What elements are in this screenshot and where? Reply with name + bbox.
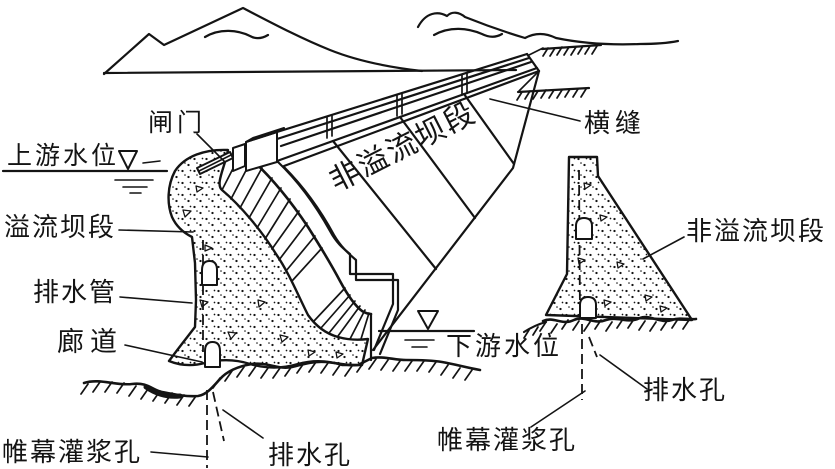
ground-hatching-main [80, 358, 473, 407]
aggregate-triangle [279, 334, 289, 343]
aggregate-triangle [616, 261, 625, 269]
gallery-opening-lower-right [579, 296, 597, 319]
overflow-section-body [167, 148, 370, 369]
aggregate-triangle [599, 214, 608, 222]
label-curtain-grouting-holes-left: 帷幕灌浆孔 [2, 438, 142, 468]
upstream-water-tick [142, 160, 161, 164]
gate-assembly [196, 127, 285, 175]
ground-hump-left-of-section [522, 320, 548, 334]
leader-non-overflow-right [642, 236, 685, 260]
drain-pipe-opening [201, 260, 218, 286]
gallery-opening [204, 341, 221, 368]
label-gate: 闸门 [148, 108, 206, 137]
ground [80, 356, 482, 407]
dam-crest [275, 47, 544, 168]
mountain-right-outline [416, 11, 680, 46]
label-drainage-holes-left: 排水孔 [268, 441, 352, 469]
terrace-lower-hatching [516, 88, 587, 101]
mountains [102, 6, 680, 76]
abutment-contact-edge [371, 69, 541, 352]
aggregate-marks-right [577, 182, 668, 313]
mountain-right-ridge [432, 27, 504, 38]
aggregate-triangle [603, 299, 612, 307]
leader-lines [118, 98, 685, 458]
labels: 上游水位 闸门 非溢流坝段 横缝 溢流坝段 排水管 廊道 帷幕灌浆孔 排水孔 下… [2, 95, 826, 469]
drain-dashed-line-right-internal [578, 169, 581, 318]
label-gallery: 廊道 [57, 327, 123, 358]
crest-end-tie-upper [528, 47, 544, 56]
aggregate-triangle [227, 331, 237, 340]
aggregate-triangle [257, 299, 266, 308]
label-transverse-joint: 横缝 [584, 109, 646, 139]
aggregate-triangle [335, 351, 344, 359]
downstream-face [331, 69, 541, 352]
label-drainage-pipe: 排水管 [33, 278, 117, 308]
aggregate-triangle [659, 305, 668, 313]
spillway-bucket-hatching [313, 287, 370, 340]
drain-holes-dashed-line-left [212, 391, 225, 442]
leader-curtain-right [530, 390, 586, 428]
main-dam-drainage [201, 240, 225, 468]
gate-support-block [232, 143, 246, 172]
aggregate-marks-left [182, 185, 344, 359]
aggregate-triangle [182, 209, 192, 218]
terrace-upper-line [540, 43, 603, 51]
parapet-top-line [275, 52, 529, 134]
crest-end-tie-lower [518, 70, 540, 92]
overflow-section-cut-face [167, 148, 370, 369]
non-overflow-cut-face [544, 155, 694, 322]
aggregate-triangle [195, 185, 204, 193]
label-non-overflow-dam-section: 非溢流坝段 [686, 217, 826, 247]
drain-holes-dashed-line-right [588, 336, 598, 358]
terrace-upper-hatching [542, 45, 598, 57]
face-joint-line-3 [462, 92, 516, 166]
leader-drain-pipe [119, 296, 193, 304]
face-joint-line-2 [398, 115, 477, 220]
mountain-left-outline [102, 6, 424, 76]
label-drainage-holes-right: 排水孔 [643, 376, 727, 406]
label-upstream-water-level: 上游水位 [7, 141, 119, 170]
crest-joint-ticks [326, 72, 468, 139]
label-overflow-dam-section: 溢流坝段 [4, 213, 116, 243]
aggregate-triangle [644, 294, 653, 302]
roadway-upstream-edge [279, 60, 533, 148]
crest-under-edge [282, 69, 541, 168]
gallery-opening-upper-right [575, 217, 593, 240]
upstream-water-marks [114, 179, 154, 194]
roadway-downstream-edge [275, 66, 539, 163]
ground-hatching-right [523, 318, 690, 339]
face-joint-line-1 [331, 139, 438, 271]
gate-plate-inner-line [198, 154, 232, 172]
aggregate-triangle [583, 182, 592, 190]
leader-transverse-joint [489, 98, 581, 122]
gate-pier-top [245, 127, 285, 143]
downstream-water-level-symbol [417, 310, 439, 330]
upstream-water [1, 150, 169, 194]
leader-gallery [124, 344, 203, 363]
non-overflow-section [522, 155, 698, 400]
horizon-line [102, 68, 518, 75]
spillway [221, 149, 400, 362]
downstream-water [377, 310, 476, 348]
downstream-water-marks [404, 339, 435, 348]
leader-drain-holes-right [599, 354, 648, 390]
upstream-water-level-symbol [118, 150, 138, 170]
aggregate-triangle [199, 299, 209, 308]
training-wall-outer-edge [282, 165, 400, 356]
leader-gate [196, 133, 225, 162]
leader-curtain-left [150, 451, 209, 458]
label-curtain-grouting-holes-right: 帷幕灌浆孔 [437, 426, 577, 456]
aggregate-triangle [204, 244, 213, 252]
leader-overflow-section [118, 229, 194, 233]
label-downstream-water-level: 下游水位 [446, 332, 562, 362]
leader-drain-holes-left [222, 409, 264, 439]
crest-end-face [525, 52, 541, 73]
aggregate-triangle [307, 349, 316, 357]
mountain-left-ridge [203, 29, 270, 40]
abutment-terraces [516, 43, 603, 101]
parapet-inner-line [275, 56, 531, 141]
